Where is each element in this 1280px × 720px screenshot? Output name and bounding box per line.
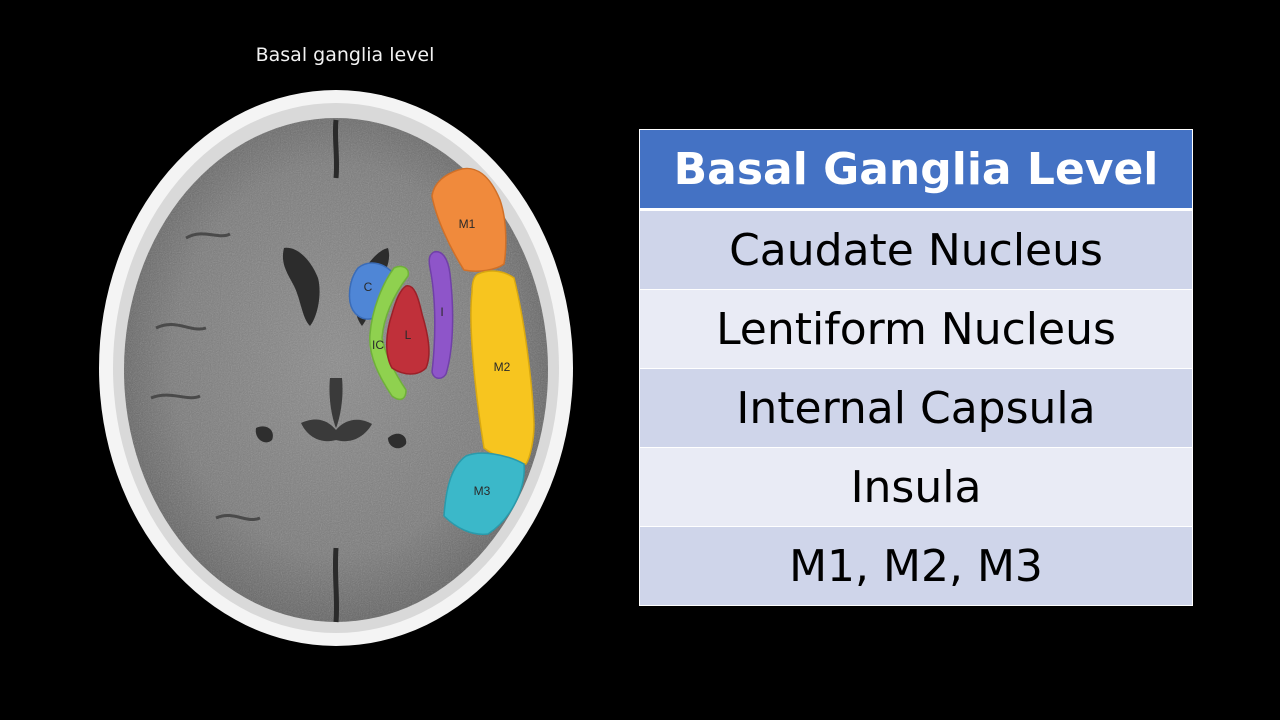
region-m3-shape [443, 452, 525, 536]
table-row: Caudate Nucleus [639, 209, 1193, 290]
table-cell-insula: Insula [639, 447, 1193, 527]
region-m2-shape [470, 270, 535, 465]
region-l: L [386, 285, 430, 375]
region-ic-label: IC [372, 338, 384, 352]
region-i: I [428, 250, 454, 379]
region-m1-label: M1 [459, 217, 476, 231]
table-row: M1, M2, M3 [639, 526, 1193, 606]
table-row: Internal Capsula [639, 368, 1193, 448]
region-i-shape [428, 250, 454, 379]
region-m2-label: M2 [494, 360, 511, 374]
basal-ganglia-table: Basal Ganglia Level Caudate Nucleus Lent… [639, 129, 1193, 606]
occipital-horn-left [388, 433, 407, 449]
region-ic-shape [369, 265, 410, 401]
table-cell-m1-m2-m3: M1, M2, M3 [639, 526, 1193, 606]
region-c-label: C [364, 280, 373, 294]
region-ic: IC [369, 265, 410, 401]
region-m3: M3 [443, 452, 525, 536]
table-cell-caudate-nucleus: Caudate Nucleus [639, 209, 1193, 290]
region-m1-shape [431, 167, 507, 272]
table-header: Basal Ganglia Level [639, 129, 1193, 211]
ct-caption: Basal ganglia level [255, 44, 435, 66]
right-frontal-horn [282, 247, 320, 326]
region-m1: M1 [431, 167, 507, 272]
occipital-horn-right [255, 426, 273, 443]
interhemispheric-fissure [332, 119, 340, 623]
region-l-label: L [405, 328, 412, 342]
region-i-label: I [440, 305, 443, 319]
quadrigeminal-cistern [301, 419, 372, 442]
table-row: Lentiform Nucleus [639, 289, 1193, 369]
table-row: Insula [639, 447, 1193, 527]
ct-scan-image: M1 M2 M3 C IC L I [99, 90, 573, 646]
table-cell-lentiform-nucleus: Lentiform Nucleus [639, 289, 1193, 369]
region-m2: M2 [470, 270, 535, 465]
region-m3-label: M3 [474, 484, 491, 498]
region-l-shape [386, 285, 430, 375]
table-cell-internal-capsula: Internal Capsula [639, 368, 1193, 448]
third-ventricle [329, 378, 343, 428]
table-header-row: Basal Ganglia Level [639, 129, 1193, 211]
